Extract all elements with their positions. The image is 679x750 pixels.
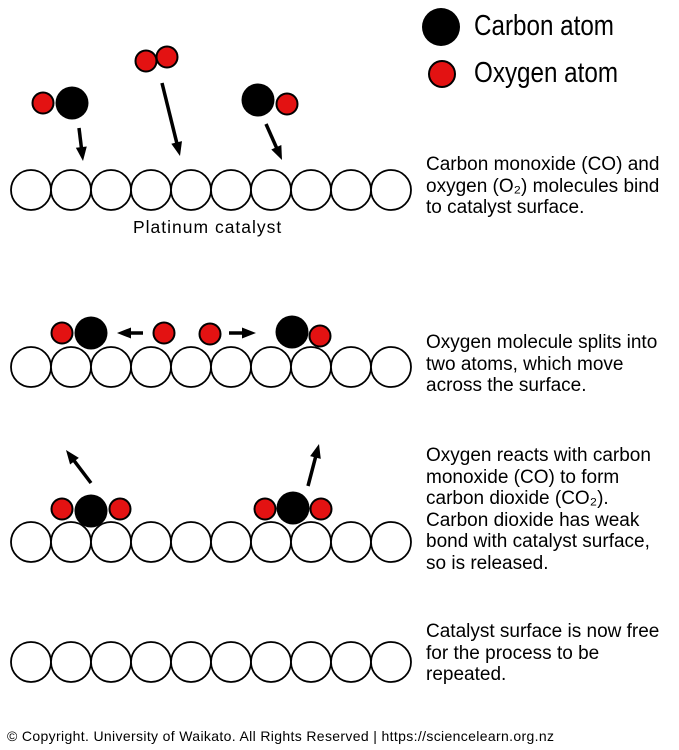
catalyst-surface-atom bbox=[250, 641, 292, 683]
catalyst-surface-atom bbox=[90, 346, 132, 388]
step-caption-bind: Carbon monoxide (CO) and oxygen (O₂) mol… bbox=[426, 154, 660, 218]
carbon-atom bbox=[275, 315, 309, 349]
oxygen-atom bbox=[308, 324, 332, 348]
catalyst-surface-atom bbox=[290, 641, 332, 683]
catalyst-surface-atom bbox=[370, 641, 412, 683]
catalyst-surface-atom bbox=[290, 169, 332, 211]
motion-arrow-head bbox=[271, 144, 282, 160]
catalyst-surface-atom bbox=[370, 346, 412, 388]
catalyst-surface-atom bbox=[50, 521, 92, 563]
catalyst-surface-atom bbox=[290, 521, 332, 563]
motion-arrow-head bbox=[75, 146, 87, 161]
oxygen-atom bbox=[134, 49, 158, 73]
legend-label-oxygen: Oxygen atom bbox=[474, 57, 619, 89]
catalyst-surface-atom bbox=[210, 346, 252, 388]
catalyst-surface-atom bbox=[90, 169, 132, 211]
motion-arrow bbox=[160, 82, 179, 145]
catalyst-surface-atom bbox=[10, 169, 52, 211]
oxygen-atom bbox=[275, 92, 299, 116]
catalyst-surface-atom bbox=[210, 641, 252, 683]
motion-arrow-head bbox=[117, 327, 131, 339]
motion-arrow-head bbox=[242, 327, 256, 339]
legend-label-carbon: Carbon atom bbox=[474, 10, 614, 42]
oxygen-atom bbox=[253, 497, 277, 521]
catalyst-surface-atom bbox=[170, 641, 212, 683]
legend-swatch-oxygen bbox=[428, 60, 456, 88]
catalyst-surface-atom bbox=[250, 346, 292, 388]
carbon-atom bbox=[241, 83, 275, 117]
catalyst-surface-atom bbox=[210, 169, 252, 211]
oxygen-atom bbox=[108, 497, 132, 521]
legend-swatch-carbon bbox=[422, 8, 460, 46]
catalyst-surface-atom bbox=[370, 521, 412, 563]
catalyst-surface-atom bbox=[130, 521, 172, 563]
catalyst-surface-atom bbox=[10, 521, 52, 563]
motion-arrow bbox=[71, 458, 93, 485]
catalyst-surface-atom bbox=[10, 346, 52, 388]
catalyst-surface-atom bbox=[90, 521, 132, 563]
catalyst-surface-atom bbox=[90, 641, 132, 683]
catalyst-surface-atom bbox=[50, 641, 92, 683]
step-caption-react: Oxygen reacts with carbon monoxide (CO) … bbox=[426, 445, 651, 574]
catalyst-surface-atom bbox=[210, 521, 252, 563]
step-caption-free: Catalyst surface is now free for the pro… bbox=[426, 621, 660, 685]
catalyst-surface-atom bbox=[250, 169, 292, 211]
catalyst-surface-atom bbox=[130, 169, 172, 211]
motion-arrow-head bbox=[171, 141, 182, 156]
catalyst-surface-atom bbox=[170, 169, 212, 211]
carbon-atom bbox=[276, 491, 310, 525]
oxygen-atom bbox=[50, 497, 74, 521]
oxygen-atom bbox=[50, 321, 74, 345]
motion-arrow bbox=[306, 455, 318, 487]
catalyst-surface-atom bbox=[330, 169, 372, 211]
motion-arrow bbox=[77, 127, 84, 150]
catalyst-surface-atom bbox=[130, 346, 172, 388]
catalyst-surface-atom bbox=[330, 521, 372, 563]
catalyst-surface-atom bbox=[170, 521, 212, 563]
catalyst-surface-atom bbox=[50, 346, 92, 388]
catalyst-surface-atom bbox=[370, 169, 412, 211]
carbon-atom bbox=[55, 86, 89, 120]
catalyst-surface-atom bbox=[250, 521, 292, 563]
oxygen-atom bbox=[31, 91, 55, 115]
carbon-atom bbox=[74, 316, 108, 350]
catalyst-surface-atom bbox=[330, 641, 372, 683]
copyright-footer: © Copyright. University of Waikato. All … bbox=[7, 728, 555, 744]
catalyst-surface-atom bbox=[130, 641, 172, 683]
step-caption-split: Oxygen molecule splits into two atoms, w… bbox=[426, 332, 658, 396]
carbon-atom bbox=[74, 494, 108, 528]
motion-arrow-head bbox=[66, 450, 79, 465]
catalyst-surface-atom bbox=[10, 641, 52, 683]
catalyst-surface-atom bbox=[50, 169, 92, 211]
motion-arrow-head bbox=[310, 444, 321, 459]
catalyst-surface-atom bbox=[290, 346, 332, 388]
oxygen-atom bbox=[152, 321, 176, 345]
catalyst-surface-atom bbox=[330, 346, 372, 388]
catalyst-surface-atom bbox=[170, 346, 212, 388]
oxygen-atom bbox=[309, 497, 333, 521]
motion-arrow bbox=[264, 123, 279, 150]
oxygen-atom bbox=[155, 45, 179, 69]
platinum-catalyst-label: Platinum catalyst bbox=[133, 217, 283, 237]
oxygen-atom bbox=[198, 322, 222, 346]
